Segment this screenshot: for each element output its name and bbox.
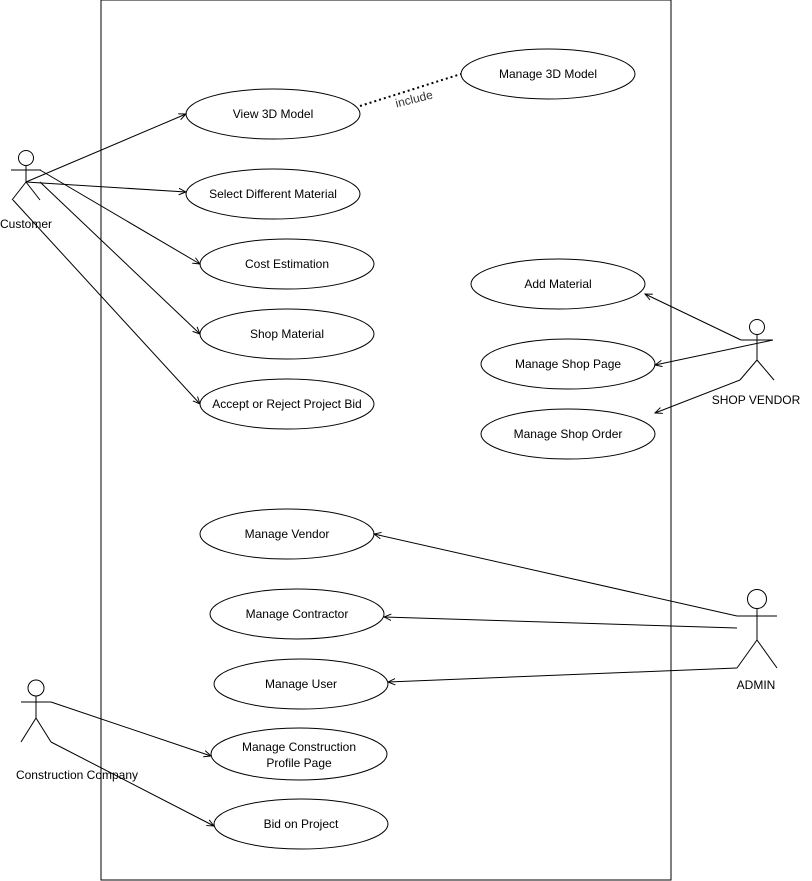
use-case-manage-construction-profile-page[interactable]: Manage Construction Profile Page — [210, 727, 388, 781]
use-case-cost-estimation[interactable]: Cost Estimation — [199, 238, 375, 290]
use-case-label: Add Material — [524, 277, 591, 291]
use-case-label-line1: Manage Construction — [242, 740, 356, 754]
system-boundary — [100, 0, 672, 881]
use-case-label: Cost Estimation — [245, 257, 329, 271]
actor-customer[interactable] — [11, 150, 41, 201]
include-label: include — [394, 88, 435, 111]
use-case-label: Manage Contractor — [246, 607, 349, 621]
use-case-label: Manage Vendor — [245, 527, 330, 541]
use-case-label: Manage 3D Model — [499, 67, 597, 81]
use-case-bid-on-project[interactable]: Bid on Project — [213, 798, 389, 850]
assoc-company-manage-profile — [50, 701, 211, 756]
use-case-manage-user[interactable]: Manage User — [213, 658, 389, 710]
use-case-add-material[interactable]: Add Material — [470, 258, 646, 310]
assoc-vendor-add-material — [645, 294, 742, 341]
actor-label-shop-vendor: SHOP VENDOR — [712, 393, 801, 407]
use-case-label: Shop Material — [250, 327, 324, 341]
assoc-customer-shop-material — [39, 181, 200, 334]
actor-construction-company[interactable] — [20, 679, 52, 743]
assoc-customer-cost-estimation — [39, 169, 200, 264]
assoc-vendor-manage-shop-order — [655, 379, 741, 413]
actor-admin[interactable] — [736, 589, 778, 669]
assoc-customer-accept-bid — [12, 199, 200, 404]
use-case-label: Bid on Project — [264, 817, 339, 831]
assoc-admin-manage-user — [388, 667, 738, 682]
use-case-label: Manage Shop Page — [515, 357, 621, 371]
assoc-company-bid-on-project — [50, 741, 214, 826]
assoc-admin-manage-contractor — [384, 617, 738, 629]
assoc-customer-view-3d-model — [25, 114, 186, 183]
use-case-label: View 3D Model — [233, 107, 313, 121]
use-case-label: Manage User — [265, 677, 337, 691]
use-case-accept-reject-project-bid[interactable]: Accept or Reject Project Bid — [199, 378, 375, 430]
actor-label-construction-company: Construction Company — [16, 768, 138, 782]
actor-label-admin: ADMIN — [737, 678, 776, 692]
actor-shop-vendor[interactable] — [739, 319, 775, 381]
use-case-view-3d-model[interactable]: View 3D Model — [185, 88, 361, 140]
use-case-label: Accept or Reject Project Bid — [212, 397, 361, 411]
assoc-customer-select-material — [25, 181, 186, 192]
use-case-manage-contractor[interactable]: Manage Contractor — [209, 588, 385, 640]
assoc-admin-manage-vendor — [374, 534, 738, 617]
use-case-label: Manage Shop Order — [514, 427, 623, 441]
use-case-shop-material[interactable]: Shop Material — [199, 308, 375, 360]
actor-label-customer: Customer — [0, 217, 52, 231]
use-case-label: Select Different Material — [209, 187, 337, 201]
use-case-manage-shop-order[interactable]: Manage Shop Order — [480, 408, 656, 460]
assoc-vendor-manage-shop-page — [655, 339, 774, 365]
use-case-select-different-material[interactable]: Select Different Material — [185, 168, 361, 220]
use-case-manage-3d-model[interactable]: Manage 3D Model — [460, 48, 636, 100]
use-case-label-line2: Profile Page — [266, 756, 332, 770]
use-case-manage-shop-page[interactable]: Manage Shop Page — [480, 338, 656, 390]
use-case-manage-vendor[interactable]: Manage Vendor — [199, 508, 375, 560]
